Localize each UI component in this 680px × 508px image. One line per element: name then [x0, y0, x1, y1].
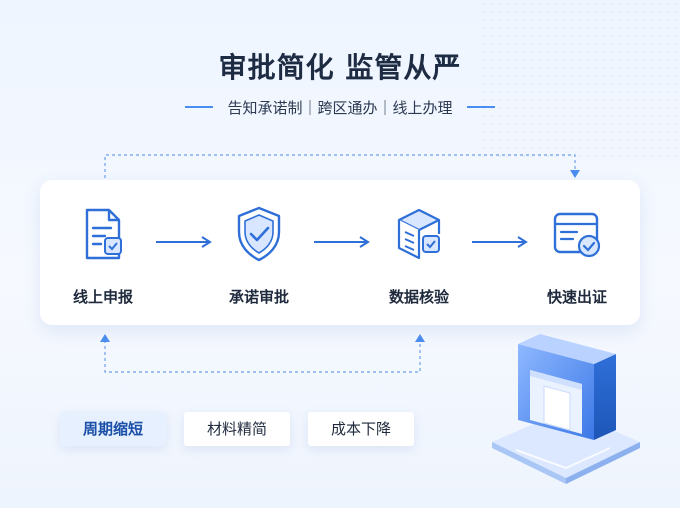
- arrow-right-icon: [156, 236, 212, 248]
- step-label: 承诺审批: [228, 288, 289, 306]
- arrow-right-icon: [314, 236, 370, 248]
- subtitle-row: 告知承诺制｜跨区通办｜线上办理: [0, 96, 680, 118]
- tag-cycle-shortened: 周期缩短: [60, 412, 166, 446]
- tag-materials-simplified: 材料精简: [184, 412, 290, 446]
- benefit-tags: 周期缩短 材料精简 成本下降: [60, 412, 414, 446]
- shield-check-icon: [237, 206, 281, 262]
- certificate-check-icon: [553, 212, 601, 258]
- subtitle-line-right: [466, 106, 495, 108]
- document-icon: [85, 208, 122, 260]
- tag-cost-reduced: 成本下降: [308, 412, 414, 446]
- step-commitment-approval: 承诺审批: [204, 204, 314, 307]
- page-title: 审批简化 监管从严: [218, 51, 462, 84]
- process-card: 线上申报 承诺审批 数据核验: [40, 180, 640, 325]
- step-online-apply: 线上申报: [48, 204, 158, 307]
- step-fast-certificate: 快速出证: [522, 204, 632, 307]
- service-hall-illustration: [492, 334, 640, 484]
- background-dot-pattern: [480, 0, 680, 160]
- database-check-icon: [397, 208, 441, 260]
- step-label: 快速出证: [546, 288, 607, 306]
- step-data-verification: 数据核验: [364, 204, 474, 307]
- subtitle-line-left: [185, 106, 214, 108]
- step-label: 数据核验: [388, 288, 449, 306]
- subtitle: 告知承诺制｜跨区通办｜线上办理: [227, 98, 453, 117]
- step-label: 线上申报: [72, 288, 133, 306]
- arrow-right-icon: [472, 236, 528, 248]
